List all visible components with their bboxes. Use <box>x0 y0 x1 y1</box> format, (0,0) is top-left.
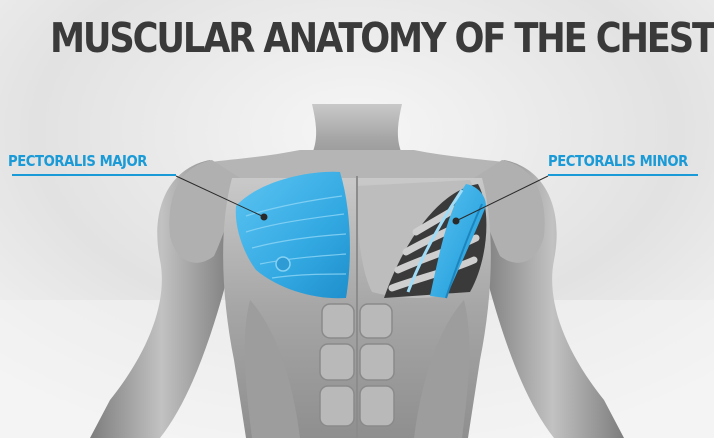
leader-dot-major <box>260 213 268 221</box>
label-underline-minor <box>548 174 698 176</box>
left-oblique <box>244 300 300 438</box>
label-underline-major <box>12 174 176 176</box>
page-title: MUSCULAR ANATOMY OF THE CHEST <box>49 14 714 62</box>
left-deltoid <box>169 160 240 263</box>
pectoralis-minor-highlight <box>406 184 486 299</box>
leader-dot-minor <box>452 217 460 225</box>
nipple <box>275 256 291 272</box>
leader-lines <box>175 175 549 225</box>
label-pectoralis-minor: PECTORALIS MINOR <box>548 152 688 170</box>
abdominals <box>319 303 395 427</box>
leader-line-major <box>175 175 263 217</box>
right-oblique <box>414 300 470 438</box>
right-deltoid <box>474 160 545 263</box>
pectoralis-major-highlight <box>235 171 350 299</box>
leader-line-minor <box>457 175 549 221</box>
label-pectoralis-major: PECTORALIS MAJOR <box>8 152 148 170</box>
